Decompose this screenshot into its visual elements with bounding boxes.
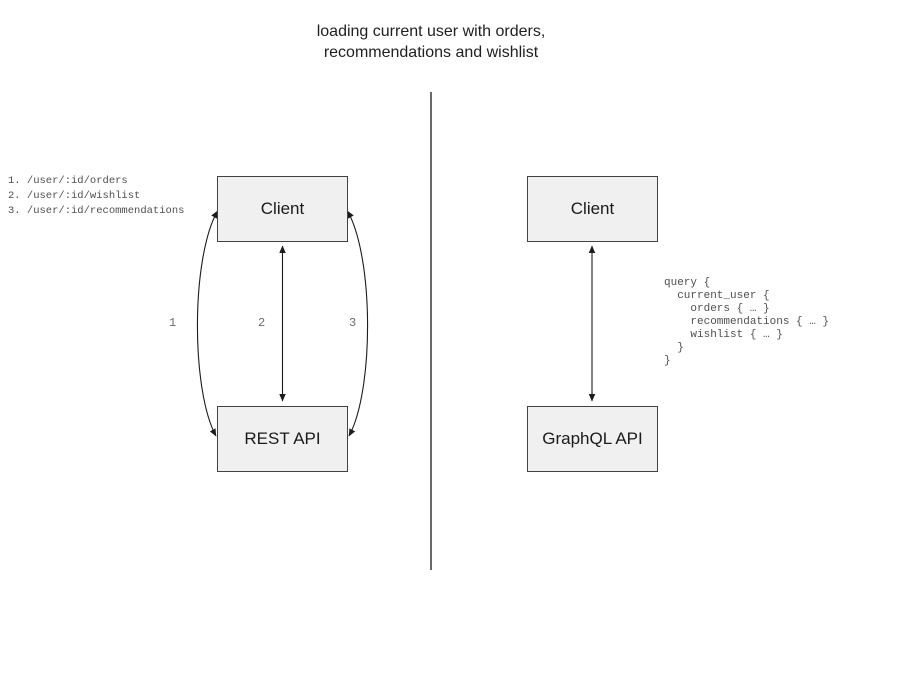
rest-api-box: REST API — [217, 406, 348, 472]
client-box-left: Client — [217, 176, 348, 242]
graphql-api-box-label: GraphQL API — [542, 429, 643, 448]
rest-arrow-orders — [196, 210, 218, 437]
arrow-label-2: 2 — [258, 316, 266, 330]
rest-api-box-label: REST API — [244, 429, 321, 448]
client-box-right: Client — [527, 176, 658, 242]
arrow-label-3: 3 — [349, 316, 357, 330]
arrow-label-1: 1 — [169, 316, 177, 330]
rest-endpoints-list: 1. /user/:id/orders 2. /user/:id/wishlist… — [8, 174, 184, 219]
graphql-api-box: GraphQL API — [527, 406, 658, 472]
diagram-title: loading current user with orders, recomm… — [316, 23, 546, 61]
rest-endpoint-item: 1. /user/:id/orders — [8, 175, 128, 187]
rest-endpoint-item: 3. /user/:id/recommendations — [8, 205, 185, 217]
client-box-right-label: Client — [570, 199, 615, 218]
client-box-left-label: Client — [260, 199, 305, 218]
rest-endpoint-item: 2. /user/:id/wishlist — [8, 190, 141, 202]
graphql-query-code: query { current_user { orders { … } reco… — [664, 277, 830, 367]
divider-line — [430, 92, 432, 570]
